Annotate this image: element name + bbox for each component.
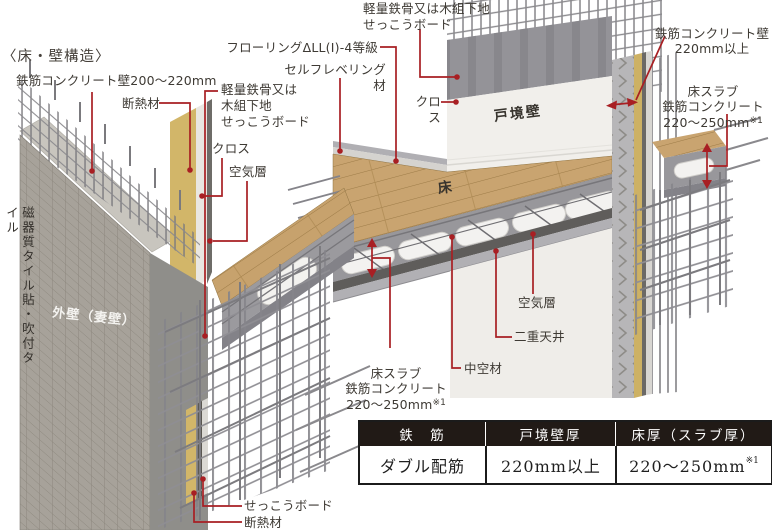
leader-air-left <box>207 181 248 244</box>
header-slab-thickness: 床厚（スラブ厚） <box>615 422 771 446</box>
leader-self-leveling <box>337 78 343 154</box>
leader-cloth-right <box>441 99 459 105</box>
label-air-layer-right: 空気層 <box>518 295 557 310</box>
value-rebar: ダブル配筋 <box>379 456 465 476</box>
air-layer-slit <box>207 99 212 284</box>
ceiling-board <box>333 218 612 302</box>
party-wall-face <box>447 76 612 172</box>
air-gap <box>333 208 612 292</box>
value-slab-thickness: 220〜250mm※1 <box>615 446 771 483</box>
lower-wall-face <box>450 228 612 398</box>
leader-flooring <box>380 46 399 164</box>
leader-lightweight-top <box>419 29 460 80</box>
diagram-title: 〈床・壁構造〉 <box>2 49 111 65</box>
label-insulation-top: 断熱材 <box>121 96 160 111</box>
label-cloth-right: クロス <box>415 94 441 125</box>
spec-table-header-row: 鉄 筋 戸境壁厚 床厚（スラブ厚） <box>360 422 771 446</box>
label-cloth-left: クロス <box>212 141 251 156</box>
label-double-ceiling: 二重天井 <box>514 329 565 344</box>
label-lightweight-base-left: 軽量鉄骨又は 木組下地 せっこうボード <box>221 82 310 129</box>
leader-double-ceiling <box>493 248 512 338</box>
leader-rc-wall-right <box>606 35 666 110</box>
tiled-exterior-wall <box>19 134 151 530</box>
rebar-grid-top-left <box>18 76 200 268</box>
dimension-slab-left <box>367 238 391 348</box>
leader-gypsum-bottom <box>200 476 242 507</box>
leader-air-right <box>530 231 536 294</box>
spec-table: 鉄 筋 戸境壁厚 床厚（スラブ厚） ダブル配筋 220mm以上 220〜250m… <box>358 420 772 485</box>
note-ref: ※1 <box>432 397 446 408</box>
label-tile-finish: 磁器質タイル貼・吹付タイル <box>4 206 35 366</box>
slab-edge-strip <box>333 141 447 165</box>
label-floor: 床 <box>437 179 455 197</box>
label-hollow-core: 中空材 <box>464 361 503 376</box>
label-lightweight-base-top: 軽量鉄骨又は木組下地 せっこうボード <box>363 1 491 32</box>
value-party-wall-thickness: 220mm以上 <box>485 446 615 483</box>
rebar-cage-right <box>635 165 733 335</box>
leader-cloth-left <box>199 158 223 199</box>
note-ref: ※1 <box>749 115 763 126</box>
leader-rc-wall-left <box>89 92 95 174</box>
label-rc-wall-right: 鉄筋コンクリート壁 220mm以上 <box>654 26 770 56</box>
spec-table-value-row: ダブル配筋 220mm以上 220〜250mm※1 <box>360 446 771 483</box>
slab-rebar-rods <box>287 175 613 271</box>
label-air-layer-left: 空気層 <box>229 164 268 179</box>
right-figure <box>287 0 769 398</box>
label-floor-slab-right: 床スラブ 鉄筋コンクリート 220〜250mm※1 <box>662 83 764 130</box>
leader-hollow-core <box>449 234 461 369</box>
label-floor-slab-left: 床スラブ 鉄筋コンクリート 220〜250mm※1 <box>345 365 447 412</box>
left-figure <box>18 60 371 530</box>
leader-insulation-bottom <box>191 490 242 523</box>
leader-lines <box>89 29 728 523</box>
self-leveling-layer <box>333 147 447 172</box>
label-self-leveling: セルフレベリング材 <box>284 62 386 93</box>
label-insulation-bottom: 断熱材 <box>244 515 283 530</box>
leader-insulation-top <box>159 102 193 173</box>
header-rebar: 鉄 筋 <box>399 428 446 444</box>
label-rc-wall-left: 鉄筋コンクリート壁200〜220mm <box>16 73 217 88</box>
label-gypsum-board-bottom: せっこうボード <box>244 498 333 513</box>
dimension-slab-right <box>702 114 728 189</box>
note-ref: ※1 <box>745 455 759 466</box>
wood-floor-right-wing <box>652 130 726 158</box>
header-party-wall-thickness: 戸境壁厚 <box>485 422 615 446</box>
leader-lightweight-left <box>202 90 218 339</box>
label-flooring-grade: フローリングΔLL(Ⅰ)-4等級 <box>226 40 378 55</box>
